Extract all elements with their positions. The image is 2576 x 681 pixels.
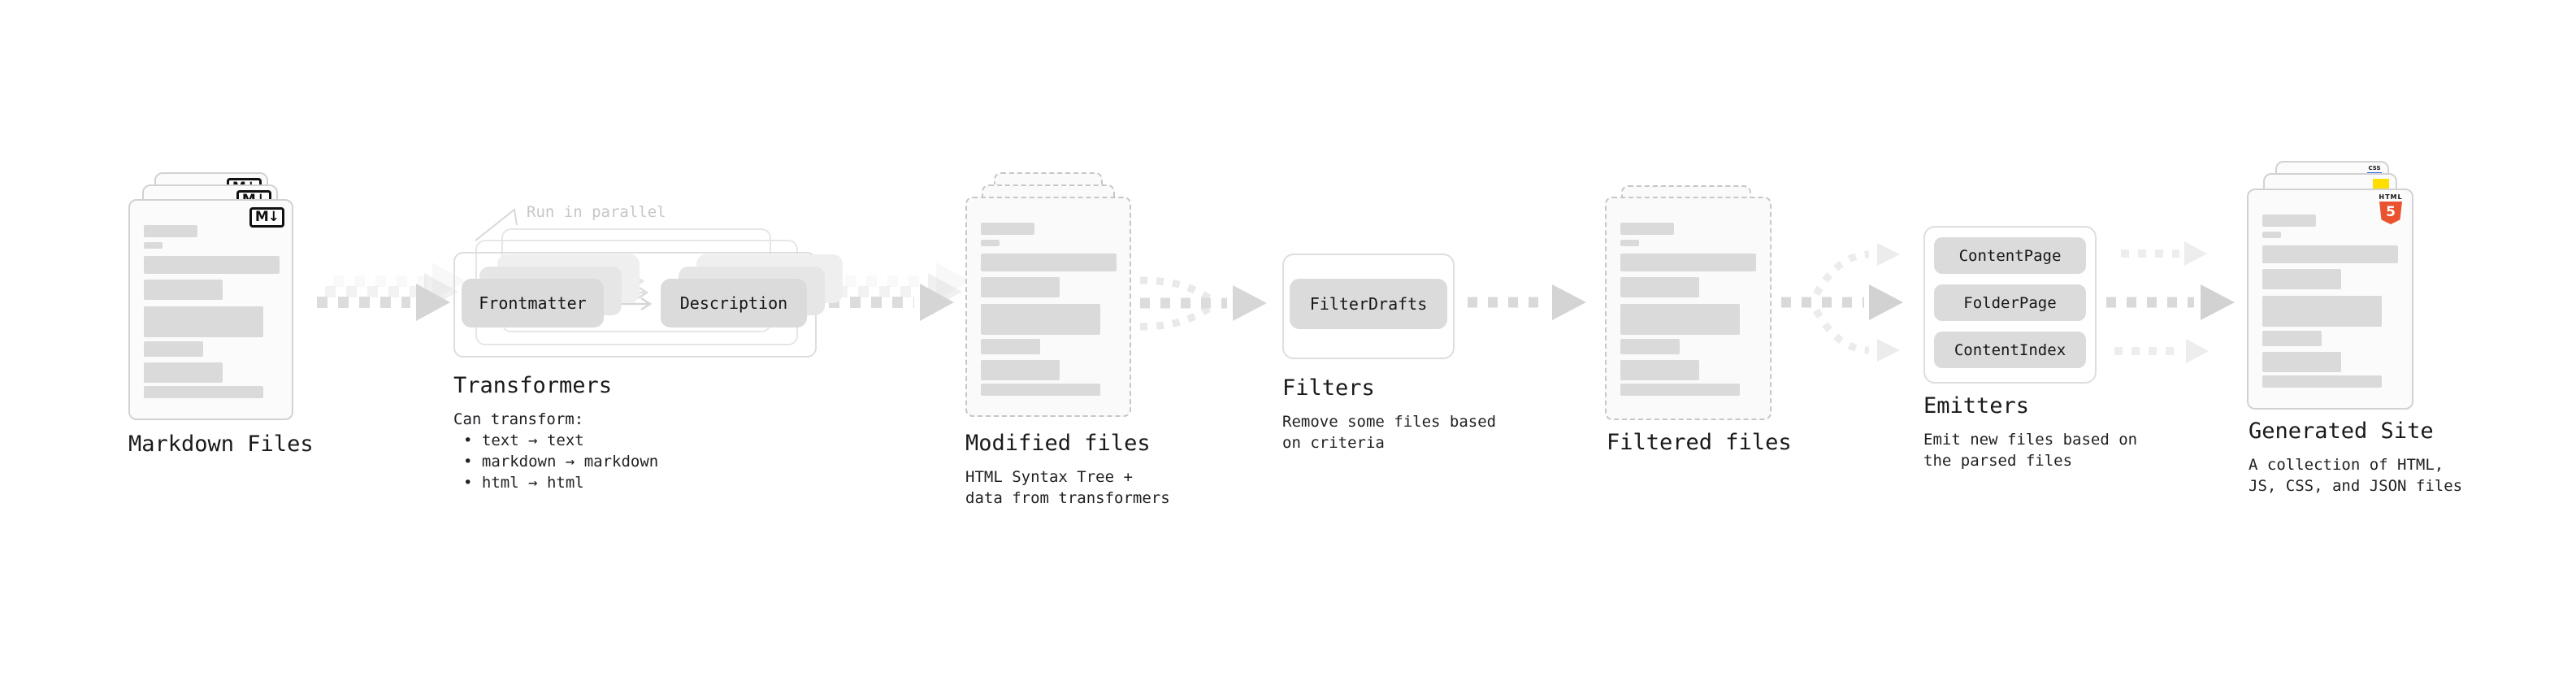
emitters-group: ContentPage FolderPage ContentIndex: [1923, 226, 2097, 384]
transformers-bullet-list: • text → text • markdown → markdown • ht…: [463, 430, 658, 493]
filtered-files-label: Filtered files: [1607, 430, 1792, 455]
placeholder-line: [1620, 360, 1699, 380]
placeholder-line: [2262, 296, 2382, 327]
arrows-emitters-to-generated: [2106, 241, 2235, 363]
arrow-modified-to-filters-merge: [1139, 276, 1267, 331]
placeholder-line: [1620, 223, 1674, 235]
placeholder-line: [981, 277, 1060, 297]
filterdrafts-box: FilterDrafts: [1290, 279, 1447, 329]
placeholder-line: [1620, 384, 1740, 396]
placeholder-line: [1620, 277, 1699, 297]
filters-desc: Remove some files based on criteria: [1282, 413, 1497, 452]
generated-html-card: HTML 5: [2247, 189, 2413, 410]
placeholder-line: [2262, 245, 2398, 263]
placeholder-line: [981, 223, 1034, 235]
filtered-file-card: [1605, 197, 1772, 420]
emitters-frame: [1923, 226, 2097, 384]
arrow-markdown-to-transformers: [317, 262, 466, 321]
contentpage-box: ContentPage: [1934, 237, 2086, 274]
description-box: Description: [661, 279, 807, 327]
markdown-files-label: Markdown Files: [128, 432, 314, 457]
run-in-parallel-callout-line: [475, 208, 518, 241]
modified-files-stack: [965, 172, 1136, 424]
transformers-group: Frontmatter Description: [453, 203, 843, 366]
arrow-filters-to-filtered: [1468, 284, 1586, 320]
markdown-icon: M↓: [249, 207, 284, 228]
transform-bullet: • html → html: [463, 474, 584, 492]
run-in-parallel-label: Run in parallel: [527, 203, 666, 221]
transform-bullet: • markdown → markdown: [463, 453, 659, 471]
modified-files-desc: HTML Syntax Tree + data from transformer…: [965, 468, 1170, 507]
placeholder-line: [144, 256, 280, 274]
placeholder-line: [981, 339, 1040, 354]
placeholder-line: [144, 242, 163, 249]
html5-icon: HTML 5: [2379, 193, 2403, 224]
markdown-file-card: M↓: [128, 199, 293, 420]
placeholder-line: [2262, 215, 2316, 227]
placeholder-line: [2262, 232, 2281, 238]
placeholder-line: [981, 360, 1060, 380]
placeholder-line: [2262, 331, 2322, 346]
placeholder-line: [144, 341, 203, 357]
generated-site-stack: CSS HTML 5: [2247, 161, 2418, 413]
emitters-label: Emitters: [1923, 393, 2030, 419]
js-icon: [2373, 179, 2389, 190]
emitters-desc: Emit new files based on the parsed files: [1923, 431, 2138, 470]
placeholder-line: [981, 240, 1000, 246]
arrow-filtered-to-emitters-diverge: [1781, 243, 1903, 362]
frontmatter-box: Frontmatter: [462, 279, 604, 327]
placeholder-line: [1620, 339, 1680, 354]
placeholder-line: [981, 384, 1100, 396]
placeholder-line: [2262, 352, 2341, 372]
placeholder-line: [981, 304, 1100, 335]
placeholder-line: [1620, 254, 1756, 271]
filters-frame: [1282, 254, 1455, 359]
contentindex-box: ContentIndex: [1934, 332, 2086, 368]
arrow-transformers-to-modified: [829, 262, 970, 321]
placeholder-line: [1620, 304, 1740, 335]
transformers-label: Transformers: [453, 373, 613, 398]
modified-file-card: [965, 197, 1131, 417]
placeholder-line: [2262, 269, 2341, 289]
placeholder-line: [144, 225, 197, 237]
filters-label: Filters: [1282, 375, 1375, 401]
placeholder-line: [981, 254, 1117, 271]
placeholder-line: [1620, 240, 1639, 246]
filters-group: FilterDrafts: [1282, 254, 1455, 359]
placeholder-line: [144, 386, 263, 398]
placeholder-line: [144, 280, 223, 300]
generated-site-desc: A collection of HTML, JS, CSS, and JSON …: [2249, 456, 2463, 495]
folderpage-box: FolderPage: [1934, 284, 2086, 321]
modified-files-label: Modified files: [965, 431, 1151, 456]
transform-bullet: • text → text: [463, 432, 584, 449]
generated-site-label: Generated Site: [2249, 419, 2434, 444]
placeholder-line: [2262, 375, 2382, 388]
placeholder-line: [144, 306, 263, 337]
filtered-files-stack: [1605, 185, 1776, 425]
transformers-desc-title: Can transform:: [453, 410, 584, 428]
placeholder-line: [144, 362, 223, 383]
markdown-files-stack: M↓ M↓ M↓: [128, 172, 299, 424]
